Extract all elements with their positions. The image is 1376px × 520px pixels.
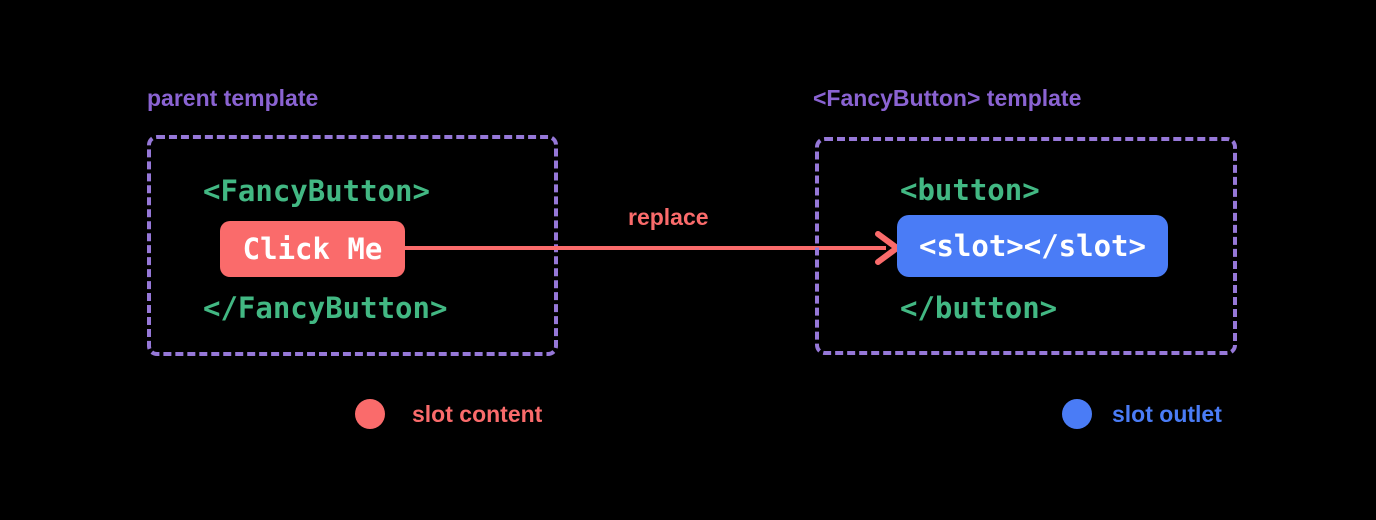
- fancybutton-close-tag: </FancyButton>: [203, 291, 448, 325]
- fancybutton-template-box: [815, 137, 1237, 355]
- slot-code: <slot></slot>: [919, 228, 1146, 263]
- parent-template-box: [147, 135, 558, 356]
- legend-slot-outlet: slot outlet: [1062, 399, 1222, 429]
- replace-label: replace: [628, 204, 709, 230]
- slot-outlet-dot-icon: [1062, 399, 1092, 429]
- slot-content-label: slot content: [412, 400, 543, 427]
- button-open-tag: <button>: [900, 173, 1040, 207]
- click-me-label: Click Me: [242, 231, 383, 266]
- button-close-tag: </button>: [900, 291, 1058, 325]
- slot-outlet-label: slot outlet: [1112, 400, 1222, 427]
- slot-content-dot-icon: [355, 399, 385, 429]
- fancybutton-template-title: <FancyButton> template: [813, 85, 1082, 111]
- legend-slot-content: slot content: [355, 399, 542, 429]
- slot-outlet-box: <slot></slot>: [897, 215, 1168, 277]
- parent-template-title: parent template: [147, 85, 319, 111]
- click-me-button: Click Me: [220, 221, 405, 277]
- fancybutton-open-tag: <FancyButton>: [203, 174, 430, 208]
